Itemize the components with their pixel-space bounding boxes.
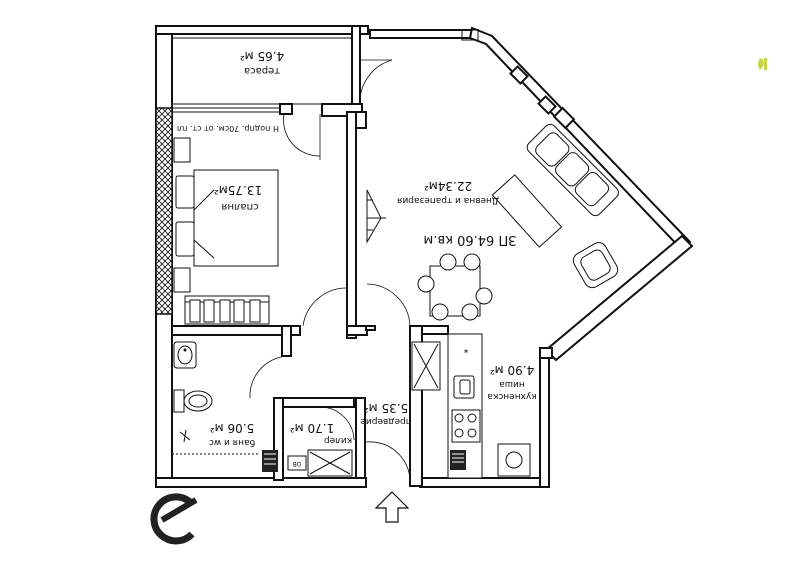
hall-label: 5.35 м² предверие (360, 401, 412, 426)
doors (249, 59, 411, 481)
bathroom-fixtures (172, 341, 278, 472)
window-note: Н подпр. 70см. от ст. пл (177, 124, 279, 133)
kitchen-name-line1: кухненска (487, 391, 536, 401)
living-windows (461, 29, 576, 130)
cellar-label: 1.70 м² килер (290, 421, 353, 445)
brand-logo-icon (150, 493, 198, 545)
total-area: ЗП 64.60 кв.м (423, 232, 516, 247)
living-furniture (366, 123, 619, 321)
cellar-fixtures: ОВ (287, 449, 353, 477)
terrace-name: тераса (244, 65, 280, 76)
living-area: 22.34м² (424, 179, 472, 193)
terrace-door-jamb (279, 103, 293, 115)
bathroom-area: 5.06 м² (210, 421, 255, 435)
terrace-label: 4.65 м² тераса (240, 49, 285, 76)
hatched-wall-section (155, 107, 173, 315)
hall-name: предверие (360, 416, 412, 426)
kitchen-label: 4.90 м² ниша кухненска (487, 363, 536, 401)
bathroom-label: 5.06 м² баня и wc (209, 421, 255, 447)
bedroom-label: 13.75м² спалня (214, 183, 262, 212)
cellar-name: килер (324, 435, 353, 445)
svg-text:*: * (464, 348, 469, 359)
bedroom-name: спалня (221, 201, 258, 212)
living-name: Дневна и трапезария (397, 195, 499, 205)
hall-area: 5.35 м² (364, 401, 409, 415)
washer-label: ОВ (293, 460, 302, 467)
cellar-area: 1.70 м² (290, 421, 335, 435)
terrace-area: 4.65 м² (240, 49, 285, 63)
bedroom-furniture (173, 137, 279, 325)
bathroom-name: баня и wc (209, 437, 255, 447)
kitchen-name-line2: ниша (499, 379, 524, 389)
leaf-logo-icon (758, 58, 767, 70)
entrance-arrow-icon (374, 491, 410, 523)
outer-walls (155, 25, 694, 488)
kitchen-counter: * (411, 333, 531, 479)
kitchen-area: 4.90 м² (490, 363, 535, 377)
living-label: 22.34м² Дневна и трапезария ЗП 64.60 кв.… (397, 179, 516, 247)
bedroom-area: 13.75м² (214, 183, 262, 197)
